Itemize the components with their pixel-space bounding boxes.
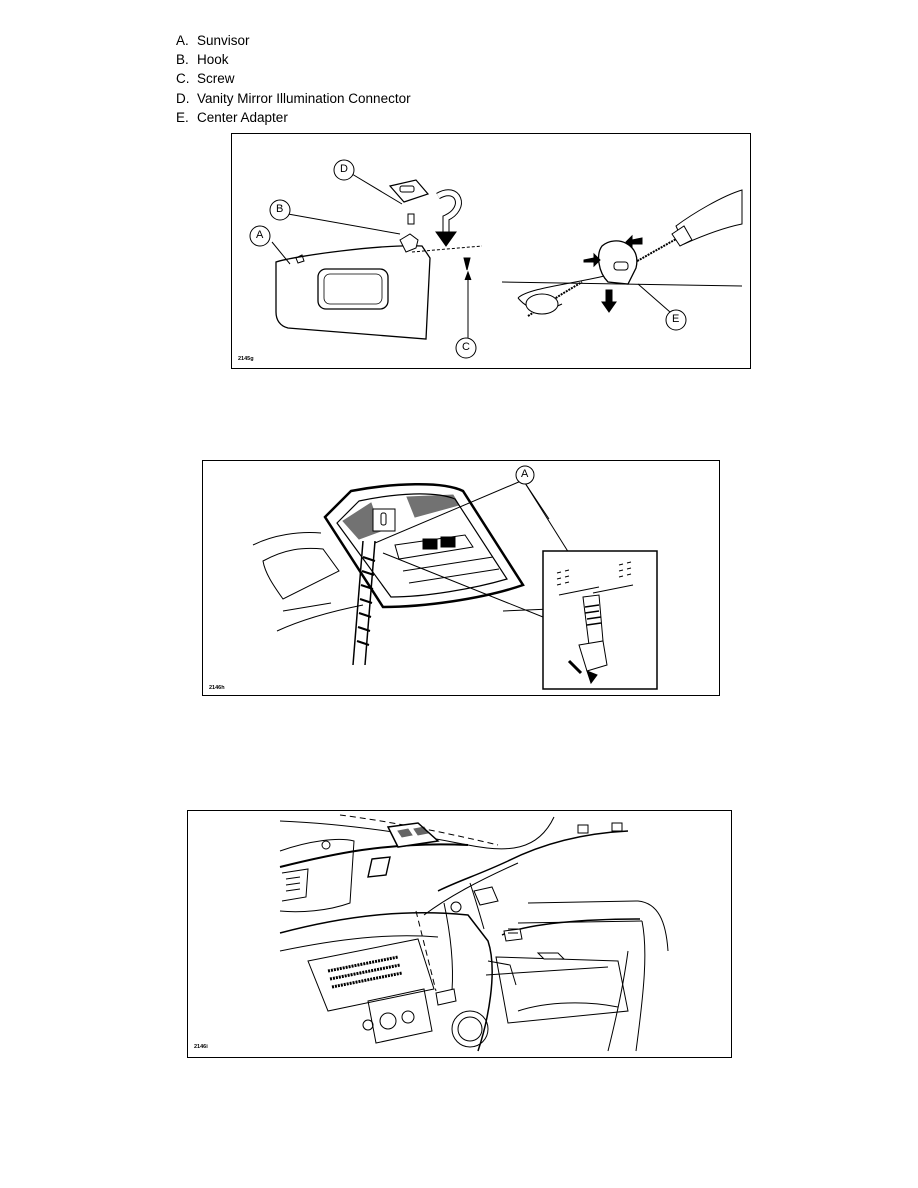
figure-code: 2145g xyxy=(238,356,254,362)
legend-item-d: D.Vanity Mirror Illumination Connector xyxy=(176,90,411,106)
callout-d: D xyxy=(340,163,348,175)
callout-b: B xyxy=(276,203,284,215)
vanity-mirror xyxy=(317,268,389,310)
legend-item-a: A.Sunvisor xyxy=(176,33,250,48)
legend-item-c: C.Screw xyxy=(176,71,235,87)
figure-interior-view: 2146i xyxy=(187,810,732,1058)
figure-code: 2146i xyxy=(194,1044,208,1050)
callout-a: A xyxy=(256,229,264,241)
sunvisor-shape xyxy=(275,245,431,340)
figure-sunvisor-removal: 2145g A B C D E xyxy=(231,133,751,369)
callout-e: E xyxy=(672,313,680,325)
legend-list: A.Sunvisor B.Hook C.Screw D.Vanity Mirro… xyxy=(176,31,411,127)
legend-item-e: E.Center Adapter xyxy=(176,109,288,125)
callout-a: A xyxy=(521,468,529,480)
legend-item-b: B.Hook xyxy=(176,52,229,68)
figure-code: 2146h xyxy=(209,685,225,691)
figure-console-light-removal: 2146h A xyxy=(202,460,720,696)
callout-c: C xyxy=(462,341,470,353)
